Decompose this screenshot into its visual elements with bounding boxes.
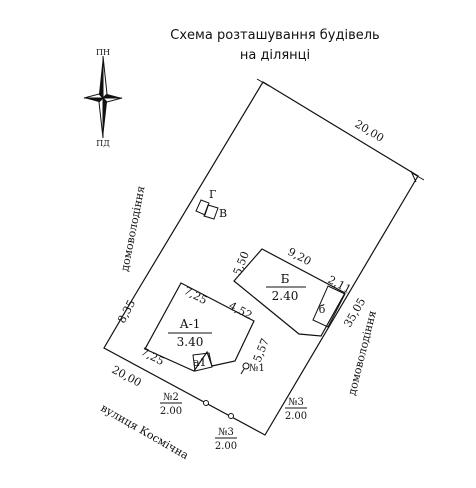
plot-dim-left: 8,35: [115, 298, 138, 326]
fence-2-height: 2.00: [160, 406, 182, 417]
structure-g-label: Г: [209, 188, 216, 201]
building-b-height: 2.40: [272, 289, 299, 303]
diagram-title: Схема розташування будівель на ділянці: [150, 26, 400, 66]
fence-3a-label: №3: [288, 397, 304, 408]
fence-3a-height: 2.00: [285, 411, 307, 422]
title-line-2: на ділянці: [239, 48, 311, 63]
compass-north-label: ПН: [96, 48, 110, 57]
plot-boundary: [103, 81, 419, 436]
fence-3b-height: 2.00: [215, 441, 237, 452]
plot-corner-ticks: [256, 78, 425, 183]
building-a1: [144, 282, 255, 372]
fence-2-label: №2: [163, 392, 179, 403]
building-a1-height: 3.40: [177, 335, 204, 349]
annex-b-label: б: [319, 303, 326, 316]
compass-rose-icon: ПН ПД: [83, 48, 123, 148]
building-a1-dim-bottom: 7,25: [139, 345, 167, 368]
building-b: [233, 248, 346, 337]
annex-b: [312, 285, 346, 328]
fence-1-label: №1: [249, 363, 265, 374]
structure-g: [195, 199, 210, 216]
neighbor-left-label: домоволодіння: [118, 185, 147, 273]
fence-2-marker: [203, 400, 209, 406]
fence-1-marker: [240, 362, 250, 375]
building-a1-dim-top: 7,25: [182, 284, 210, 307]
structure-v-label: В: [219, 207, 227, 220]
porch-a1-label: а1: [193, 356, 207, 369]
plot-dim-top: 20,00: [352, 117, 386, 144]
compass-south-label: ПД: [96, 139, 110, 148]
title-line-1: Схема розташування будівель: [170, 28, 380, 43]
porch-a1: [192, 352, 213, 372]
building-b-dim-top: 9,20: [286, 245, 314, 268]
building-b-label: Б: [281, 272, 290, 286]
structure-v: [203, 204, 219, 220]
fence-3b-label: №3: [218, 427, 234, 438]
building-a1-label: А-1: [180, 317, 201, 331]
fence-3-marker: [228, 413, 234, 419]
building-a1-dim-right: 5,57: [251, 337, 272, 365]
